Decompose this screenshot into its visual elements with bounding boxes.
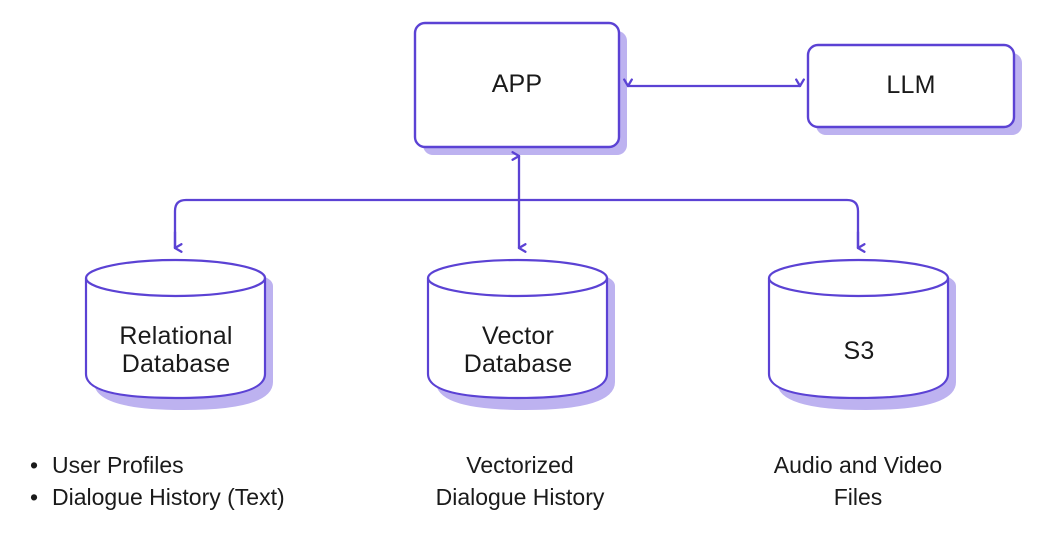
connectors xyxy=(173,78,866,253)
list-item-label: User Profiles xyxy=(52,452,184,478)
s3-database-caption: Audio and Video Files xyxy=(773,452,943,510)
relational-database-caption-list: • User Profiles • Dialogue History (Text… xyxy=(26,450,285,513)
app-box[interactable] xyxy=(413,21,621,149)
s3-database-cylinder[interactable] xyxy=(767,258,950,400)
vector-database-cylinder[interactable] xyxy=(426,258,609,400)
connector-bus xyxy=(173,198,860,250)
list-item: • User Profiles xyxy=(26,450,285,482)
node-shapes xyxy=(84,21,1016,400)
vector-database-caption: Vectorized Dialogue History xyxy=(435,452,605,510)
bullet-icon: • xyxy=(30,452,39,478)
relational-database-cylinder[interactable] xyxy=(84,258,267,400)
llm-box[interactable] xyxy=(806,43,1016,129)
list-item-label: Dialogue History (Text) xyxy=(52,483,285,510)
list-item: • Dialogue History (Text) xyxy=(26,482,285,514)
bullet-icon: • xyxy=(30,483,39,510)
